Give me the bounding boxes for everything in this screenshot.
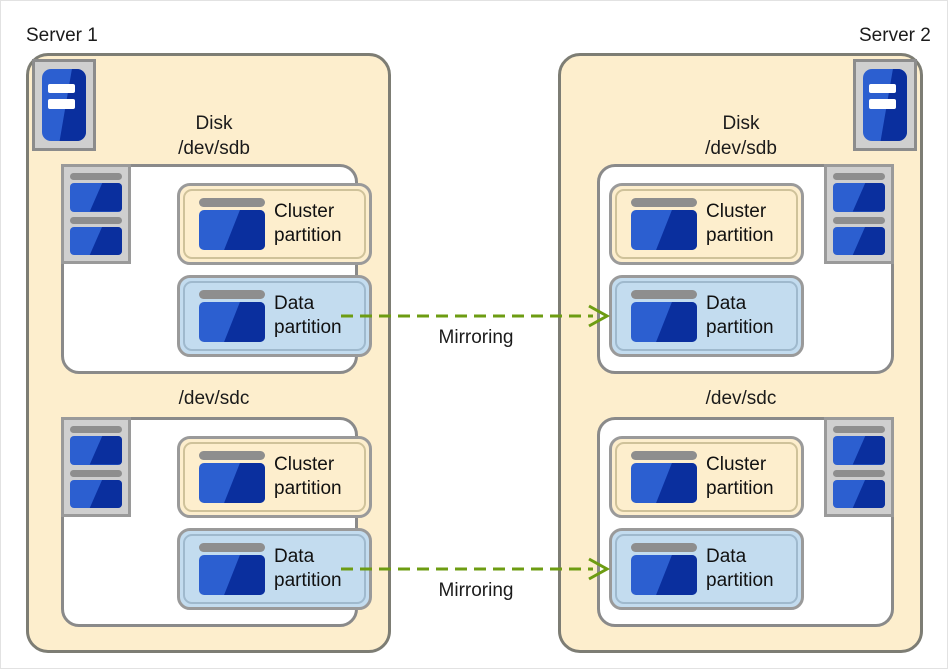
partition-label-line2: partition [706, 478, 774, 499]
partition-label-line2: partition [706, 570, 774, 591]
partition-icon [631, 198, 697, 250]
disk-unit-1 [833, 173, 885, 212]
server-2-sdc-cluster-partition[interactable]: Cluster partition [609, 436, 804, 518]
server-1-label: Server 1 [26, 25, 98, 46]
partition-icon [631, 290, 697, 342]
partition-label: Data partition [706, 545, 774, 593]
server-1-disk-sdc-label: /dev/sdc [124, 386, 304, 411]
partition-label-line1: Cluster [706, 454, 767, 476]
server-1-disk-sdb-box: Cluster partition Data partition [61, 164, 372, 374]
server-2-disk-sdb-box: Cluster partition Data partition [597, 164, 894, 374]
server-2-sdc-data-partition[interactable]: Data partition [609, 528, 804, 610]
disk-unit-2 [70, 469, 122, 508]
disk-unit-1 [833, 426, 885, 465]
disk-unit-bar [833, 216, 885, 224]
server-led-bar-2 [48, 99, 76, 109]
disk-unit-card [833, 436, 885, 465]
partition-icon [631, 451, 697, 503]
disk-unit-bar [833, 173, 885, 180]
server-1-sdb-data-partition[interactable]: Data partition [177, 275, 372, 357]
mirroring-label-sdc: Mirroring [438, 580, 514, 601]
server-2-sdb-cluster-partition[interactable]: Cluster partition [609, 183, 804, 265]
server-led-bar-1 [48, 84, 76, 94]
disk-label-line1: Disk [722, 113, 760, 134]
server-chassis [42, 69, 86, 141]
server-2-disk-sdb-label: Disk /dev/sdb [651, 111, 831, 161]
disk-label-line2: /dev/sdc [178, 388, 250, 409]
partition-icon [199, 198, 265, 250]
partition-label-line1: Cluster [706, 201, 767, 223]
server-2-disk-sdc-label: /dev/sdc [651, 386, 831, 411]
server-2-sdb-data-partition[interactable]: Data partition [609, 275, 804, 357]
mirroring-label-sdb: Mirroring [438, 327, 514, 348]
disk-unit-card [70, 226, 122, 255]
disk-unit-bar [833, 469, 885, 477]
disk-unit-2 [833, 469, 885, 508]
partition-label: Cluster partition [706, 200, 774, 248]
partition-label: Cluster partition [274, 200, 342, 248]
partition-label-line1: Cluster [274, 201, 335, 223]
disk-unit-card [70, 479, 122, 508]
disk-stack-icon [61, 417, 131, 517]
disk-unit-card [70, 183, 122, 212]
server-chassis [863, 69, 907, 141]
server-led-bar-1 [869, 84, 897, 94]
partition-label-line2: partition [706, 225, 774, 246]
partition-label-line1: Data [706, 293, 747, 315]
disk-stack-icon [824, 164, 894, 264]
mirroring-arrow-sdc [341, 557, 611, 581]
disk-unit-bar [70, 216, 122, 224]
disk-unit-card [833, 226, 885, 255]
server-2-label: Server 2 [859, 25, 931, 46]
server-1-box: Disk /dev/sdb [26, 53, 391, 653]
disk-unit-bar [833, 426, 885, 433]
disk-unit-bar [70, 469, 122, 477]
partition-label-line2: partition [274, 225, 342, 246]
disk-unit-2 [70, 216, 122, 255]
disk-label-line2: /dev/sdb [178, 138, 250, 160]
server-1-sdc-data-partition[interactable]: Data partition [177, 528, 372, 610]
partition-icon [199, 290, 265, 342]
partition-label-line2: partition [706, 317, 774, 338]
partition-label: Data partition [274, 545, 342, 593]
server-machine-icon [32, 59, 96, 151]
partition-label: Data partition [274, 292, 342, 340]
partition-label: Data partition [706, 292, 774, 340]
server-machine-icon [853, 59, 917, 151]
partition-label-line2: partition [274, 478, 342, 499]
server-1-disk-sdc-box: Cluster partition Data partition [61, 417, 372, 627]
partition-icon [631, 543, 697, 595]
partition-label-line1: Data [274, 546, 315, 568]
mirroring-arrow-sdb [341, 304, 611, 328]
partition-icon [199, 543, 265, 595]
disk-unit-1 [70, 426, 122, 465]
server-2-disk-sdc-box: Cluster partition Data partition [597, 417, 894, 627]
partition-label-line1: Data [706, 546, 747, 568]
partition-label: Cluster partition [706, 453, 774, 501]
disk-unit-card [833, 479, 885, 508]
server-led-bar-2 [869, 99, 897, 109]
disk-stack-icon [824, 417, 894, 517]
partition-icon [199, 451, 265, 503]
server-1-sdc-cluster-partition[interactable]: Cluster partition [177, 436, 372, 518]
partition-label-line2: partition [274, 317, 342, 338]
partition-label-line1: Data [274, 293, 315, 315]
disk-label-line2: /dev/sdc [705, 388, 777, 409]
disk-label-line2: /dev/sdb [705, 138, 777, 160]
disk-unit-card [70, 436, 122, 465]
disk-unit-bar [70, 426, 122, 433]
server-1-disk-sdb-label: Disk /dev/sdb [124, 111, 304, 161]
server-2-box: Disk /dev/sdb [558, 53, 923, 653]
disk-unit-bar [70, 173, 122, 180]
disk-unit-card [833, 183, 885, 212]
disk-unit-1 [70, 173, 122, 212]
disk-unit-2 [833, 216, 885, 255]
partition-label-line1: Cluster [274, 454, 335, 476]
partition-label: Cluster partition [274, 453, 342, 501]
partition-label-line2: partition [274, 570, 342, 591]
server-1-sdb-cluster-partition[interactable]: Cluster partition [177, 183, 372, 265]
disk-label-line1: Disk [195, 113, 233, 134]
disk-stack-icon [61, 164, 131, 264]
